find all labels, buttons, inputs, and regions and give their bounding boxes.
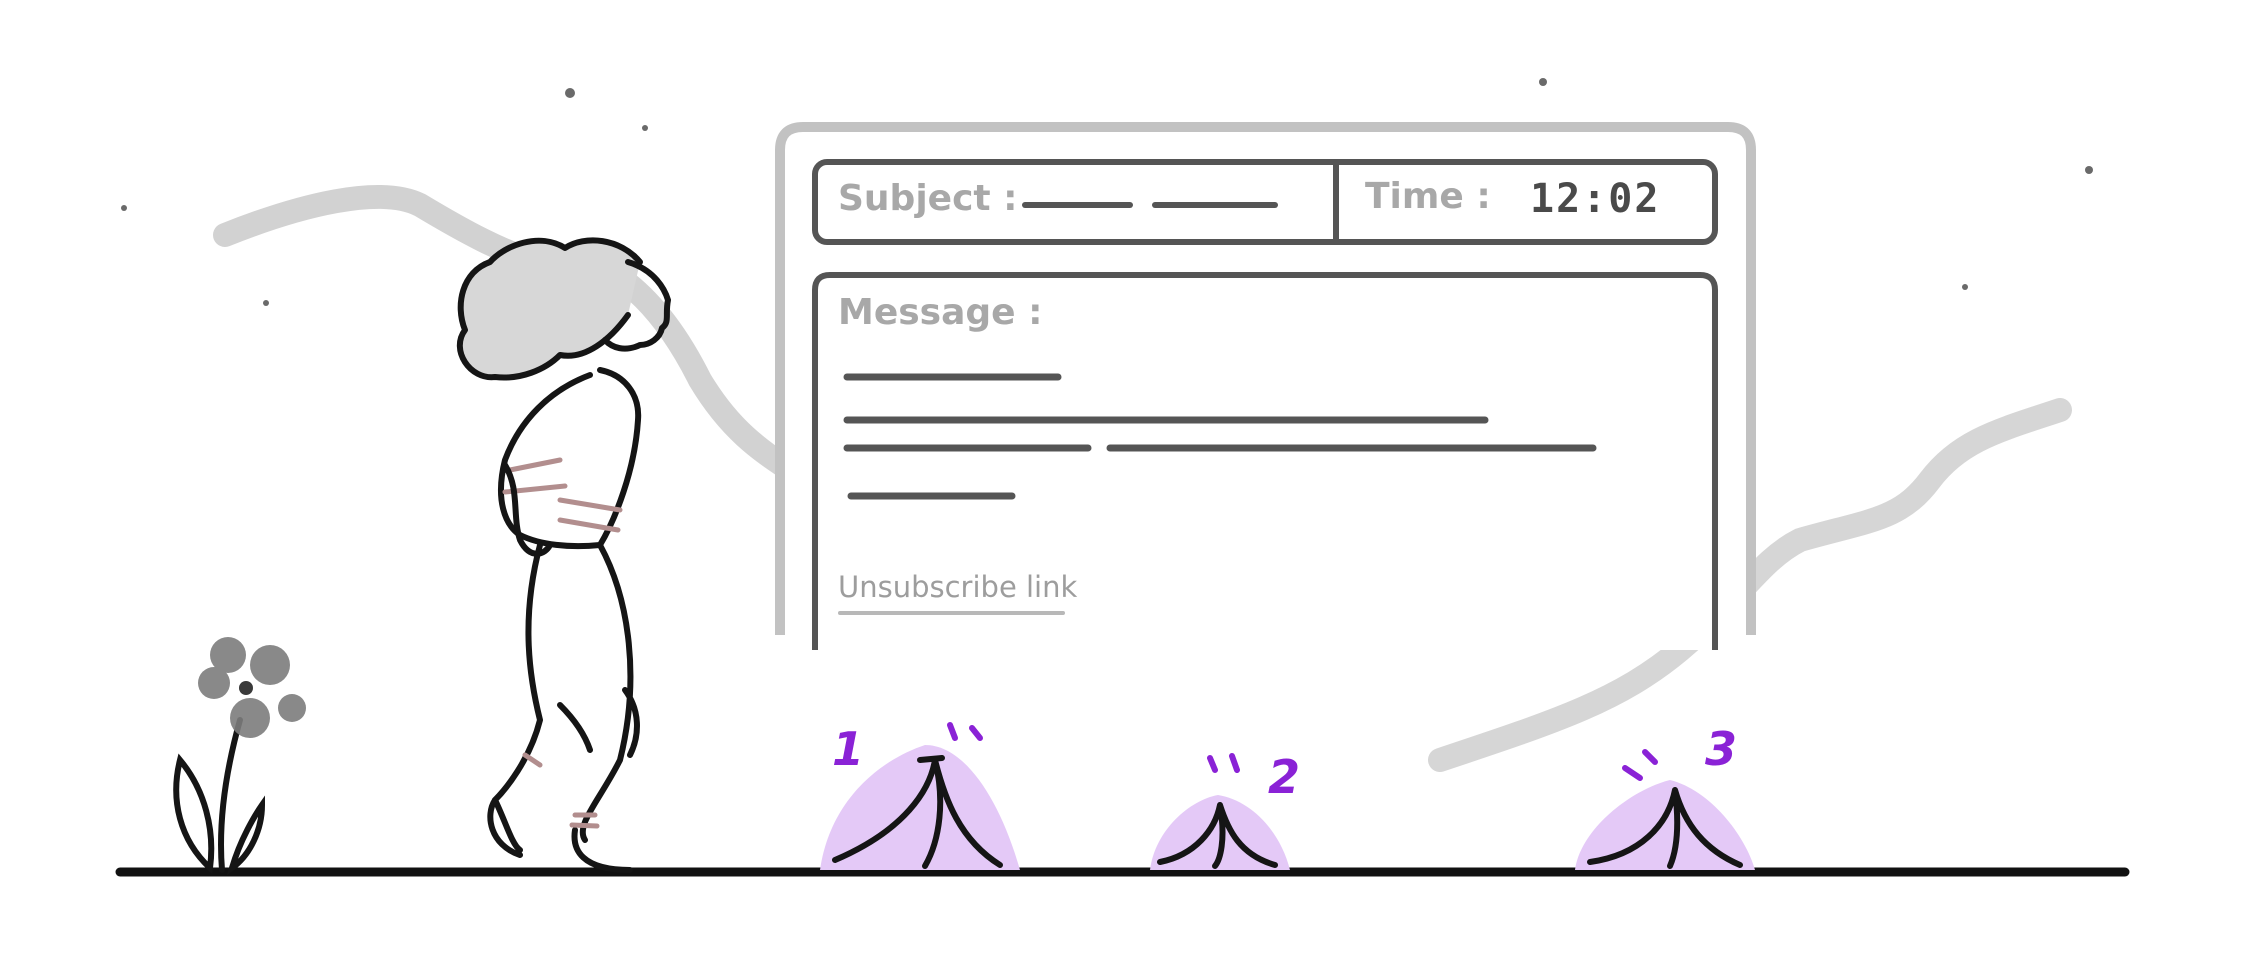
marker-3: 3: [1705, 722, 1738, 776]
woman-legs: [492, 542, 640, 853]
flower: [173, 637, 306, 876]
woman-arm: [502, 462, 553, 557]
banana-peel-1: [820, 745, 1020, 870]
time-value: 12:02: [1530, 176, 1661, 222]
banana-peel-3: [1575, 780, 1755, 870]
woman-sweater-stripes: [502, 457, 623, 533]
woman-shoes: [487, 797, 633, 873]
motion-ticks: [947, 722, 1658, 781]
woman-sock-stripes: [522, 752, 600, 829]
marker-2: 2: [1268, 750, 1301, 804]
email-window: [775, 122, 1756, 650]
message-box: [812, 272, 1718, 650]
background-speckles: [121, 78, 2093, 306]
woman-hair: [456, 237, 643, 381]
unsubscribe-link[interactable]: Unsubscribe link: [838, 570, 1078, 604]
right-hill-shape: [1428, 398, 2072, 772]
marker-1: 1: [832, 722, 865, 776]
woman-face: [602, 259, 671, 352]
banana-peel-2: [1150, 795, 1290, 870]
message-label: Message :: [838, 292, 1043, 333]
subject-label: Subject :: [838, 178, 1018, 219]
woman-figure: [456, 237, 671, 873]
time-label: Time :: [1365, 176, 1491, 217]
message-text-lines: [843, 373, 1597, 500]
